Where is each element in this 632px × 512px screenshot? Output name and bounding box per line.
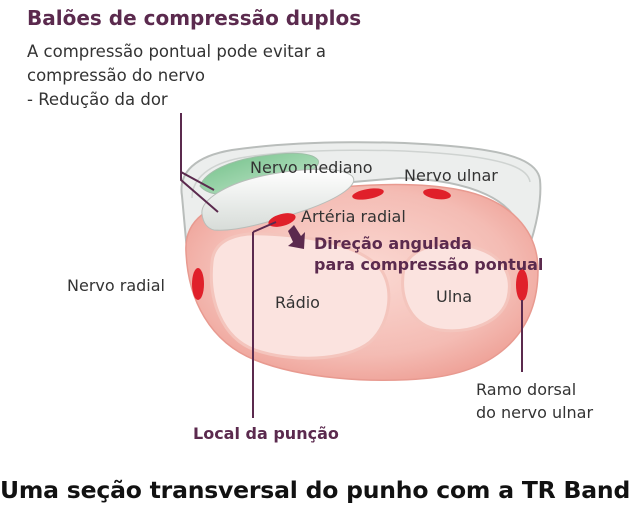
label-nervo-mediano: Nervo mediano [250, 158, 373, 177]
ramo-dorsal-dot [516, 269, 528, 301]
nervo-ulnar-dot-1 [352, 188, 384, 200]
label-direcao-line-1: Direção angulada [314, 234, 472, 253]
balloon-leader-2 [180, 172, 219, 213]
label-radio: Rádio [275, 293, 320, 312]
nervo-ulnar-dot-2 [423, 188, 451, 200]
puncao-leader-tick [252, 221, 277, 233]
description-line-2: compressão do nervo [27, 66, 205, 85]
band-shell-inner [191, 149, 531, 199]
diagram-title: Balões de compressão duplos [27, 6, 362, 30]
radio-bone [209, 232, 391, 360]
label-ramo-line-2: do nervo ulnar [476, 403, 594, 422]
label-nervo-ulnar: Nervo ulnar [404, 166, 498, 185]
white-balloon [201, 168, 355, 231]
figure-caption: Uma seção transversal do punho com a TR … [0, 476, 631, 504]
label-ulna: Ulna [436, 287, 473, 306]
nervo-radial-dot [192, 268, 204, 300]
label-ramo-line-1: Ramo dorsal [476, 380, 577, 399]
label-nervo-radial: Nervo radial [67, 276, 165, 295]
label-local-puncao: Local da punção [193, 424, 339, 443]
label-arteria-radial: Artéria radial [301, 207, 406, 226]
description-line-3: - Redução da dor [27, 90, 168, 109]
ulna-bone [401, 242, 511, 333]
direction-arrow-icon [288, 225, 305, 249]
label-direcao-line-2: para compressão pontual [314, 255, 544, 274]
description-line-1: A compressão pontual pode evitar a [27, 42, 327, 61]
